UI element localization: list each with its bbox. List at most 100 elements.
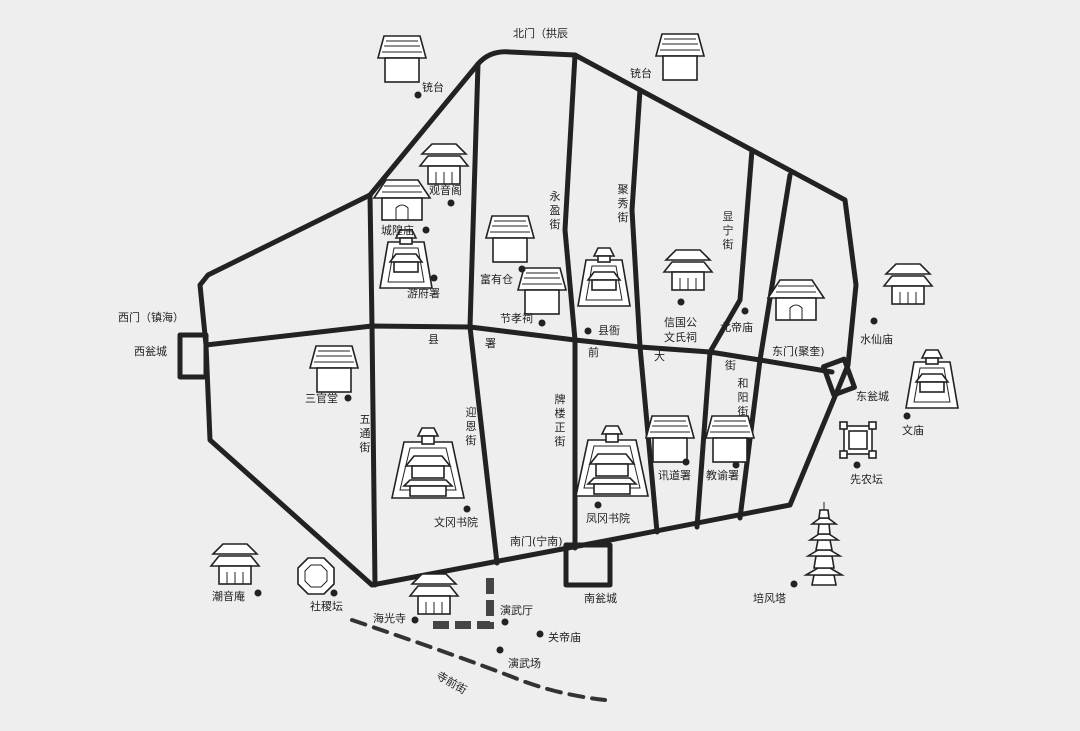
yanwuting-label: 演武厅 (500, 604, 533, 617)
guanyinge-dot (447, 199, 455, 207)
jiaoyushu-building (705, 415, 755, 463)
south-barbican-label: 南瓮城 (584, 592, 617, 605)
youfushu-building (379, 229, 433, 289)
xiannongtan-label: 先农坛 (850, 473, 883, 486)
xianya-building (577, 247, 631, 307)
street-west-cross (367, 192, 378, 588)
shejitan-label: 社稷坛 (310, 600, 343, 613)
yanwuting-dot (501, 618, 509, 626)
street-north-a (467, 61, 481, 330)
north-gate-label: 北门（拱辰 (513, 27, 568, 40)
wutong-street-label: 五通街 (359, 413, 371, 454)
fuyoucang-label: 富有仓 (480, 273, 513, 286)
heyang-street-label: 和阳街 (737, 377, 749, 418)
wengangshuyuan-dot (463, 505, 471, 513)
street-yinghui (467, 324, 500, 566)
pailou-street-label: 牌楼正街 (554, 393, 566, 448)
fuyoucang-building (485, 215, 535, 263)
east-gate-label: 东门(聚奎) (772, 345, 825, 358)
beidimiao-dot (741, 307, 749, 315)
xundaoshu-building (645, 415, 695, 463)
jiaoyushu-label: 教谕署 (706, 469, 739, 482)
siqian-street (350, 618, 607, 702)
beidimiao-building (767, 279, 825, 321)
peifengta-pagoda (803, 502, 845, 586)
chenghuangmiao-building (373, 179, 431, 221)
guandimiao-label: 关帝庙 (548, 631, 581, 644)
beidimiao-label: 北帝庙 (720, 321, 753, 334)
kantai-right-label: 铳台 (630, 67, 652, 80)
east-barbican (821, 356, 857, 398)
kantai-left-dot (414, 91, 422, 99)
street-main-ew (203, 323, 835, 375)
youfushu-dot (430, 274, 438, 282)
shuixianmiao-dot (870, 317, 878, 325)
yanwuchang-dot (496, 646, 504, 654)
jiexiaoci-label: 节孝祠 (500, 312, 533, 325)
east-barbican-label: 东瓮城 (856, 390, 889, 403)
street-north-d (694, 147, 755, 530)
street-north-e (737, 172, 793, 521)
xundaoshu-label: 讯道署 (658, 469, 691, 482)
jiexiaoci-dot (538, 319, 546, 327)
jiaoyushu-dot (732, 461, 740, 469)
city-wall (197, 49, 859, 588)
south-gate-label: 南门(宁南) (510, 535, 563, 548)
wengangshuyuan-label: 文冈书院 (434, 516, 478, 529)
south-barbican (563, 542, 613, 588)
sanguantang-building (309, 345, 359, 393)
street-char-jie: 街 (725, 359, 736, 372)
kantai-right-building (655, 33, 705, 81)
wenmiao-label: 文庙 (902, 424, 924, 437)
haiguangsi-label: 海光寺 (373, 612, 406, 625)
fenggangshuyuan-label: 凤冈书院 (586, 512, 630, 525)
xianya-label: 县衙 (598, 324, 620, 337)
wenmiao-dot (903, 412, 911, 420)
jiexiaoci-building (517, 267, 567, 315)
youfushu-label: 游府署 (407, 287, 440, 300)
wenshici-label: 文氏祠 (664, 331, 697, 344)
street-north-b (562, 52, 578, 551)
fuyoucang-dot (518, 265, 526, 273)
peifengta-dot (790, 580, 798, 588)
xinguogong-dot (677, 298, 685, 306)
xianya-dot (584, 327, 592, 335)
shuixianmiao-building (883, 263, 933, 305)
shejitan-dot (330, 589, 338, 597)
kantai-left-label: 铳台 (422, 81, 444, 94)
xundaoshu-dot (682, 458, 690, 466)
south-path (432, 578, 494, 629)
street-char-da: 大 (654, 350, 665, 363)
street-char-xian: 县 (428, 333, 439, 346)
street-north-c (629, 87, 660, 535)
wenmiao-building (905, 349, 959, 409)
kantai-left-building (377, 35, 427, 83)
shuixianmiao-label: 水仙庙 (860, 333, 893, 346)
west-barbican (177, 332, 209, 380)
guanyinge-label: 观音阁 (429, 184, 462, 197)
yanwuchang-label: 演武场 (508, 657, 541, 670)
west-barbican-label: 西瓮城 (134, 345, 167, 358)
wengangshuyuan-building (391, 427, 465, 499)
fenggangshuyuan-dot (594, 501, 602, 509)
haiguangsi-dot (411, 616, 419, 624)
xiannongtan-dot (853, 461, 861, 469)
juxiu-street-label: 聚秀街 (617, 183, 629, 224)
xianning-street-label: 显宁街 (722, 210, 734, 251)
street-char-qian: 前 (588, 346, 599, 359)
xinguogong-building (663, 249, 713, 291)
peifengta-label: 培风塔 (753, 592, 786, 605)
xiannongtan-building (839, 421, 877, 459)
chaoyinan-dot (254, 589, 262, 597)
yongying-street-label: 永盈街 (549, 190, 561, 231)
xinguogong-label: 信国公 (664, 316, 697, 329)
west-gate-label: 西门（镇海） (118, 311, 184, 324)
fenggangshuyuan-building (575, 425, 649, 497)
yinghui-street-label: 迎恩街 (465, 406, 477, 447)
chaoyinan-label: 潮音庵 (212, 590, 245, 603)
sanguantang-dot (344, 394, 352, 402)
shejitan-building (297, 557, 335, 595)
haiguangsi-building (409, 573, 459, 615)
chenghuangmiao-dot (422, 226, 430, 234)
street-char-shu: 署 (485, 337, 496, 350)
